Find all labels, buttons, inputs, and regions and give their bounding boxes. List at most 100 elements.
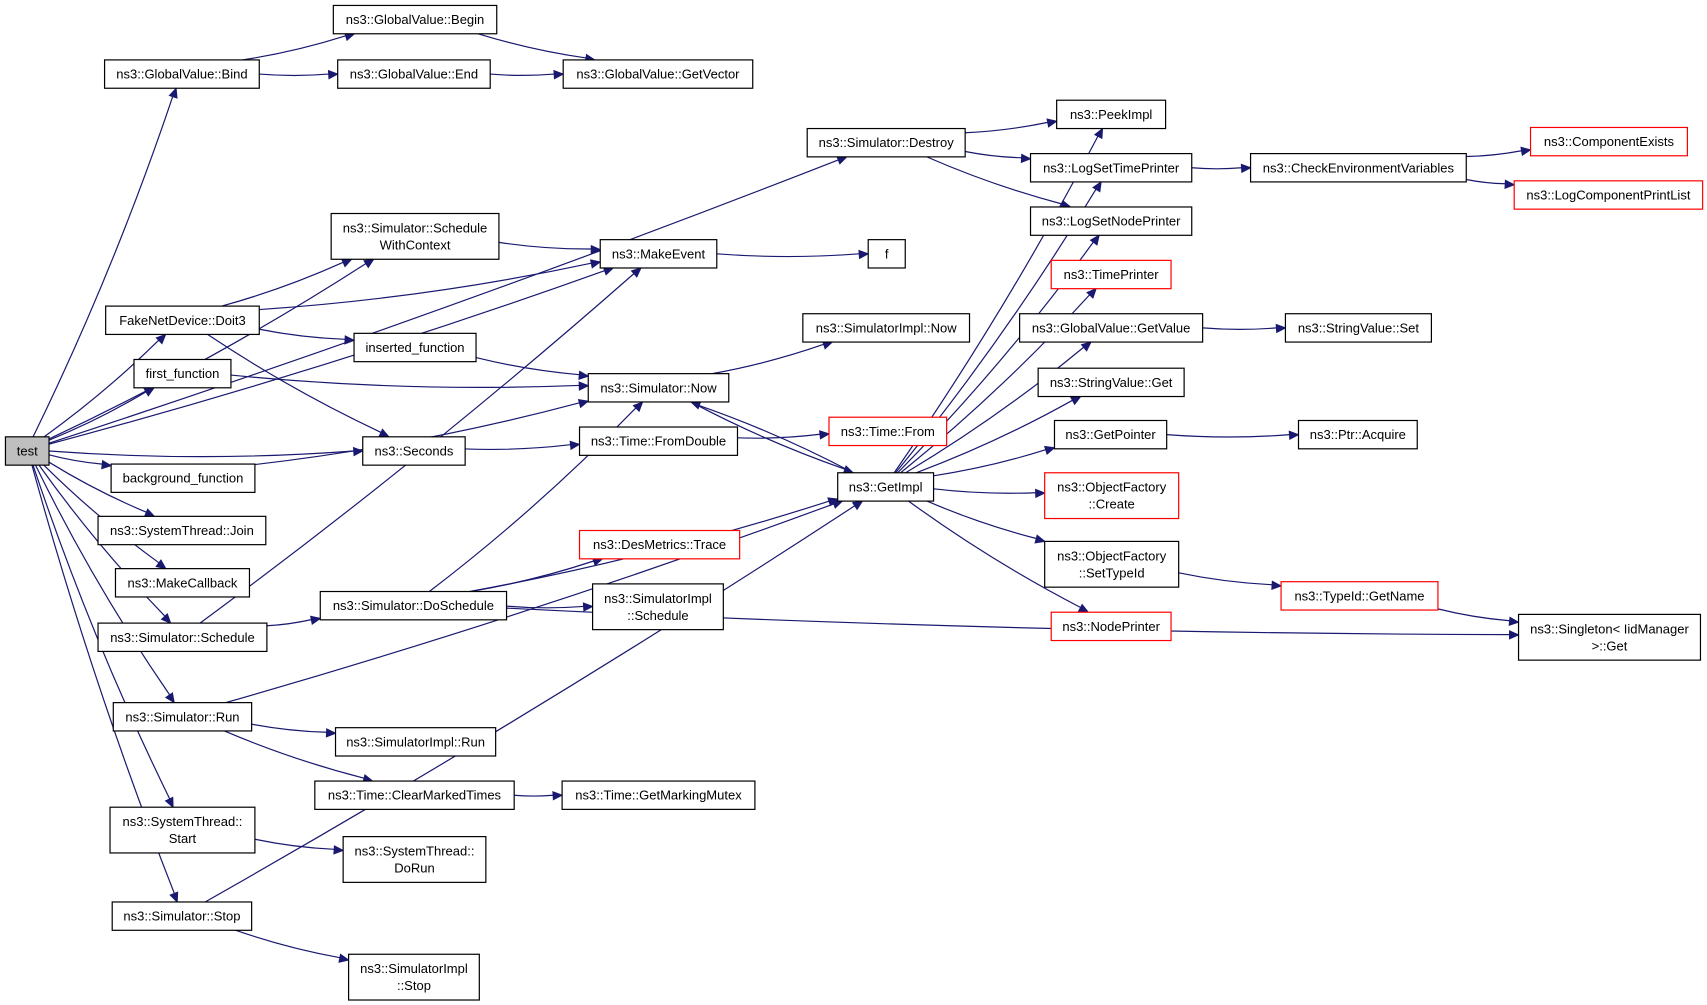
node-compexists[interactable]: ns3::ComponentExists	[1529, 126, 1688, 157]
edge-line	[266, 619, 312, 627]
edge-arrowhead	[1044, 445, 1056, 456]
node-time-from[interactable]: ns3::Time::From	[828, 416, 948, 447]
node-time-clearmarked[interactable]: ns3::Time::ClearMarkedTimes	[314, 780, 515, 810]
node-label: ns3::GlobalValue::Bind	[116, 67, 247, 82]
edge-arrowhead	[164, 796, 174, 809]
node-box	[578, 426, 739, 456]
node-box	[1037, 367, 1185, 398]
node-gv-bind[interactable]: ns3::GlobalValue::Bind	[103, 59, 260, 89]
node-makeevent[interactable]: ns3::MakeEvent	[599, 239, 718, 269]
edge-arrowhead	[338, 953, 350, 963]
node-sim-run[interactable]: ns3::Simulator::Run	[112, 702, 253, 732]
node-label: ns3::ComponentExists	[1544, 134, 1675, 149]
edge-line	[48, 263, 367, 440]
node-stringvalue-get[interactable]: ns3::StringValue::Get	[1037, 367, 1185, 398]
node-time-fromdouble[interactable]: ns3::Time::FromDouble	[578, 426, 739, 456]
edge-line	[498, 241, 592, 250]
node-logcompprint[interactable]: ns3::LogComponentPrintList	[1513, 180, 1704, 210]
edge-arrowhead	[578, 381, 590, 391]
edge-line	[1466, 150, 1522, 158]
node-sim-destroy[interactable]: ns3::Simulator::Destroy	[806, 127, 966, 158]
node-f[interactable]: f	[867, 239, 906, 269]
edge-line	[43, 339, 160, 438]
edge-arrowhead	[1089, 234, 1100, 246]
node-box	[334, 727, 497, 757]
node-of-create[interactable]: ns3::ObjectFactory::Create	[1044, 472, 1180, 520]
node-fake-doit3[interactable]: FakeNetDevice::Doit3	[105, 305, 260, 336]
node-label: ::Stop	[397, 978, 431, 993]
node-simimpl-stop[interactable]: ns3::SimulatorImpl::Stop	[347, 953, 480, 1001]
node-gv-getvector[interactable]: ns3::GlobalValue::GetVector	[562, 59, 754, 89]
node-box	[1284, 313, 1432, 343]
node-box	[332, 4, 498, 35]
node-ptr-acquire[interactable]: ns3::Ptr::Acquire	[1297, 419, 1418, 450]
node-of-settypeid[interactable]: ns3::ObjectFactory::SetTypeId	[1044, 540, 1180, 588]
edge-line	[716, 253, 860, 258]
node-sim-schedule[interactable]: ns3::Simulator::Schedule	[97, 622, 268, 653]
node-label: ::Create	[1089, 497, 1135, 512]
edge-arrowhead	[325, 728, 337, 738]
edge-time_fromdouble-to-time_from	[737, 430, 831, 440]
node-stringvalue-set[interactable]: ns3::StringValue::Set	[1284, 313, 1432, 343]
edge-arrowhead	[1077, 603, 1090, 613]
node-simimpl-run[interactable]: ns3::SimulatorImpl::Run	[334, 727, 497, 757]
node-test[interactable]: test	[4, 436, 50, 466]
node-label: ns3::Time::ClearMarkedTimes	[328, 788, 502, 803]
edge-arrowhead	[590, 244, 602, 255]
node-sim-now[interactable]: ns3::Simulator::Now	[587, 373, 730, 403]
edge-getimpl-to-sim_now	[689, 400, 854, 474]
node-timeprinter[interactable]: ns3::TimePrinter	[1050, 259, 1172, 290]
node-time-getmarkingmutex[interactable]: ns3::Time::GetMarkingMutex	[561, 780, 756, 810]
node-label: ns3::PeekImpl	[1070, 107, 1152, 122]
node-inserted-function[interactable]: inserted_function	[353, 332, 477, 363]
node-systhread-join[interactable]: ns3::SystemThread::Join	[97, 515, 267, 546]
node-box	[599, 239, 718, 269]
edge-line	[254, 838, 335, 850]
node-label: ns3::GetPointer	[1065, 427, 1156, 442]
node-box	[1517, 613, 1702, 661]
edge-line	[48, 454, 103, 465]
node-systhread-start[interactable]: ns3::SystemThread::Start	[109, 806, 256, 854]
edge-sim_run-to-getimpl	[225, 499, 844, 704]
edge-test-to-systhread_start	[32, 464, 174, 809]
node-sim-stop[interactable]: ns3::Simulator::Stop	[111, 901, 253, 931]
edge-typeid_getname-to-singleton_get	[1437, 608, 1520, 627]
node-desmetrics-trace[interactable]: ns3::DesMetrics::Trace	[578, 529, 741, 560]
edge-arrowhead	[577, 398, 590, 409]
node-box	[97, 622, 268, 653]
edge-getimpl-to-of_settypeid	[926, 500, 1047, 544]
node-getpointer[interactable]: ns3::GetPointer	[1053, 419, 1168, 450]
node-logsettimeprinter[interactable]: ns3::LogSetTimePrinter	[1029, 152, 1193, 183]
node-seconds[interactable]: ns3::Seconds	[362, 436, 466, 466]
edge-arrowhead	[169, 891, 179, 904]
node-background-function[interactable]: background_function	[110, 463, 256, 493]
node-peekimpl[interactable]: ns3::PeekImpl	[1056, 99, 1167, 130]
edge-sim_stop-to-getimpl	[204, 500, 864, 903]
node-systhread-dorun[interactable]: ns3::SystemThread::DoRun	[342, 836, 487, 883]
node-label: ns3::GlobalValue::GetVector	[576, 67, 740, 82]
node-makecallback[interactable]: ns3::MakeCallback	[114, 568, 251, 598]
edge-line	[34, 464, 171, 696]
edge-systhread_start-to-systhread_dorun	[254, 838, 345, 855]
node-simimpl-now[interactable]: ns3::SimulatorImpl::Now	[802, 313, 971, 343]
node-sim-doschedule[interactable]: ns3::Simulator::DoSchedule	[319, 590, 508, 621]
node-gv-begin[interactable]: ns3::GlobalValue::Begin	[332, 4, 498, 35]
node-simimpl-schedule[interactable]: ns3::SimulatorImpl::Schedule	[592, 583, 724, 631]
edge-getpointer-to-ptr_acquire	[1166, 430, 1300, 441]
edge-gv_end-to-gv_getvector	[490, 69, 565, 80]
node-box	[1056, 99, 1167, 130]
node-singleton-get[interactable]: ns3::Singleton< IidManager>::Get	[1517, 613, 1702, 661]
node-checkenv[interactable]: ns3::CheckEnvironmentVariables	[1249, 152, 1467, 183]
node-first-function[interactable]: first_function	[133, 358, 232, 389]
edge-gv_begin-to-gv_getvector	[478, 33, 597, 64]
node-nodeprinter[interactable]: ns3::NodePrinter	[1050, 611, 1172, 642]
node-logsetnodeprinter[interactable]: ns3::LogSetNodePrinter	[1029, 206, 1193, 236]
edge-of_settypeid-to-typeid_getname	[1178, 572, 1283, 591]
node-typeid-getname[interactable]: ns3::TypeId::GetName	[1280, 581, 1439, 611]
node-box	[105, 305, 260, 336]
node-getimpl[interactable]: ns3::GetImpl	[837, 472, 935, 502]
node-gv-getvalue[interactable]: ns3::GlobalValue::GetValue	[1019, 313, 1204, 343]
node-gv-end[interactable]: ns3::GlobalValue::End	[337, 59, 491, 89]
